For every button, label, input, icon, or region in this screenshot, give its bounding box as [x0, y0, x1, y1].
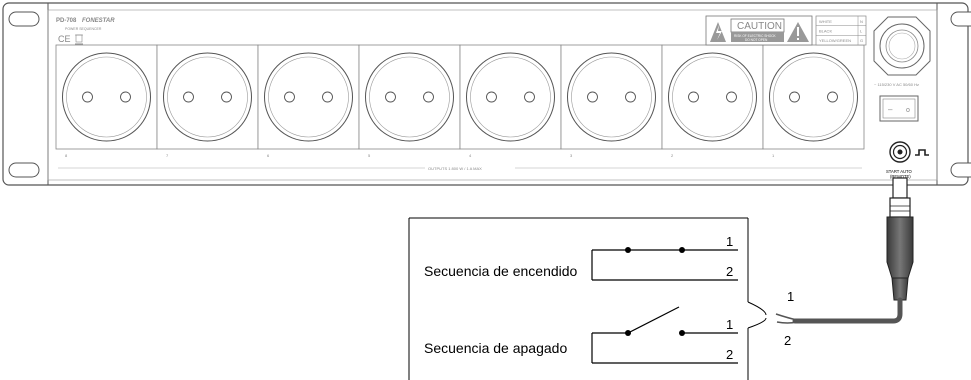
outlet-3: 3	[560, 44, 663, 158]
brand-label: FONESTAR	[82, 18, 115, 24]
outlet-1-number: 1	[772, 153, 775, 158]
rack-ear-slot-top-left	[8, 11, 40, 27]
power-on-terminal-2: 2	[726, 264, 733, 279]
power-off-circuit: 1 2	[591, 306, 738, 364]
power-on-terminal-1: 1	[726, 234, 733, 249]
wire-2-end	[776, 321, 798, 324]
weee-bin-icon	[75, 34, 83, 45]
outlet-4: 4	[459, 44, 562, 158]
wire-color-3: YELLOW/GREEN	[819, 38, 851, 43]
wire-1-end	[775, 313, 798, 321]
power-on-label: Secuencia de encendido	[424, 263, 578, 279]
caution-line1: RISK OF ELECTRIC SHOCK	[734, 34, 776, 38]
power-on-circuit: 1 2	[591, 234, 738, 281]
outlet-7: 7	[156, 44, 259, 158]
wire-code-3: G	[860, 38, 863, 43]
outlet-1: 1	[762, 44, 865, 158]
outlet-5: 5	[358, 44, 461, 158]
wire-color-2: BLACK	[819, 29, 832, 34]
remote-label-2: (REMOTE)	[890, 174, 911, 179]
ce-mark: CE	[58, 34, 71, 44]
rack-ear-slot-bottom-right	[950, 162, 971, 178]
rack-ear-slot-top-right	[950, 11, 971, 27]
power-inlet	[873, 16, 931, 76]
power-switch[interactable]: – o	[879, 95, 919, 122]
outlet-4-number: 4	[469, 153, 472, 158]
device-subtitle: POWER SEQUENCER	[65, 27, 102, 31]
outlet-6-number: 6	[267, 153, 270, 158]
outlet-7-number: 7	[166, 153, 169, 158]
outlet-6: 6	[257, 44, 360, 158]
outlet-5-number: 5	[368, 153, 371, 158]
switch-on-symbol: o	[906, 107, 910, 114]
wire-1-label: 1	[787, 289, 794, 304]
power-rating: ~ 115/230 V AC 50/60 Hz	[874, 82, 919, 87]
outputs-label: OUTPUTS 1 800 W / 1 A MAX	[428, 166, 482, 171]
power-off-label: Secuencia de apagado	[424, 340, 567, 356]
outlet-8: 8	[55, 44, 158, 158]
outlet-2: 2	[661, 44, 764, 158]
remote-jack[interactable]	[889, 141, 911, 163]
power-off-terminal-1: 1	[726, 317, 733, 332]
wire-code-1: N	[860, 19, 863, 24]
remote-cable	[792, 297, 903, 324]
wire-color-table: WHITE N BLACK L YELLOW/GREEN G	[815, 15, 867, 46]
caution-title: CAUTION	[737, 21, 782, 32]
caution-label: CAUTION RISK OF ELECTRIC SHOCK DO NOT OP…	[705, 15, 813, 46]
power-off-terminal-2: 2	[726, 347, 733, 362]
rack-ear-slot-bottom-left	[8, 162, 40, 178]
outlet-3-number: 3	[570, 153, 573, 158]
wire-2-label: 2	[784, 333, 791, 348]
switch-off-symbol: –	[888, 105, 893, 114]
remote-label-1: START AUTO	[886, 169, 912, 174]
caution-line2: DO NOT OPEN	[745, 38, 768, 42]
outlet-2-number: 2	[671, 153, 674, 158]
outlet-row: 8 7 6 5	[55, 44, 865, 158]
model-label: PD-708	[56, 18, 77, 24]
wire-color-1: WHITE	[819, 19, 832, 24]
sequence-diagram-box	[408, 217, 767, 380]
wire-code-2: L	[860, 29, 863, 34]
outlet-8-number: 8	[65, 153, 68, 158]
rca-plug	[886, 177, 914, 301]
remote-signal-icon	[915, 149, 929, 156]
